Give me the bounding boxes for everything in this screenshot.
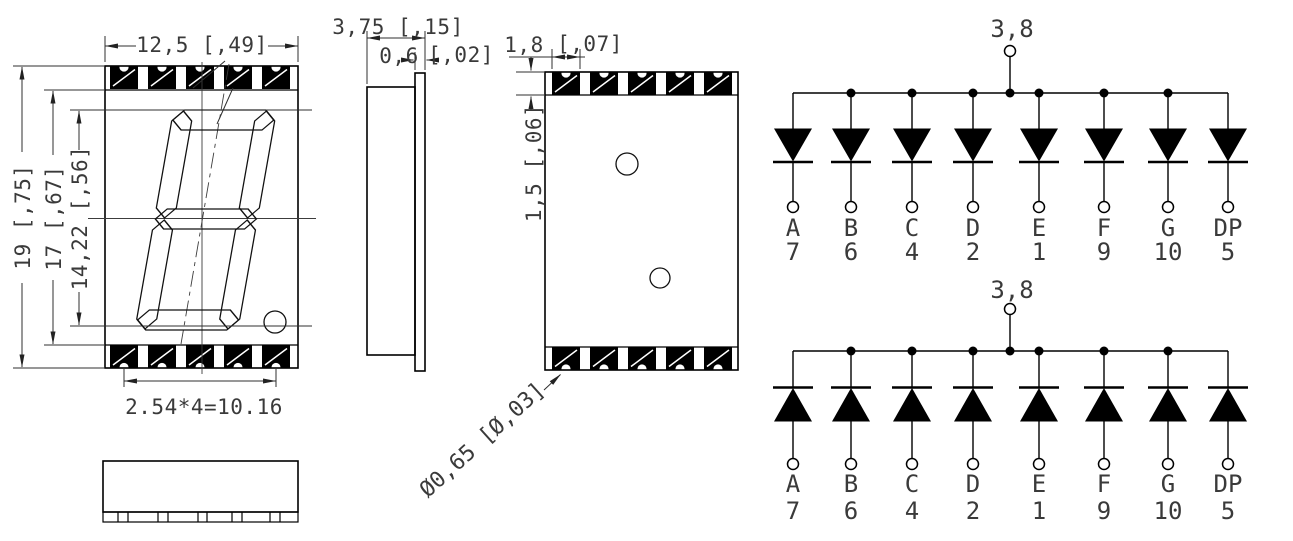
diode-symbol	[1082, 349, 1126, 471]
pin-letter-label: DP	[1214, 214, 1243, 242]
dim-board-in-label: [,02]	[428, 43, 494, 67]
side-body-outline	[366, 86, 416, 356]
diode-symbol	[771, 91, 815, 214]
dim-pad-height-label: 1,5 [,06]	[522, 104, 546, 222]
pin-number-label: 6	[844, 497, 858, 525]
decimal-point	[263, 310, 287, 334]
pin-number-label: 10	[1154, 497, 1183, 525]
pin-letter-labels: A B C D E F G DP	[786, 214, 1243, 242]
diode-symbol	[1146, 91, 1190, 214]
common-pin-terminal	[1003, 302, 1017, 316]
pin-letter-label: A	[786, 214, 801, 242]
pin-letter-label: B	[844, 470, 858, 498]
bottom-body-outline	[102, 460, 299, 513]
dim-notch-label: Ø0,65 [Ø,03]	[415, 378, 550, 503]
dim-board-mm-label: 0,6	[379, 44, 418, 68]
diode-symbol	[771, 349, 815, 471]
segment-e-outline	[136, 219, 174, 330]
pin-letter-labels: A B C D E F G DP	[786, 470, 1243, 498]
pin-letter-label: C	[905, 214, 919, 242]
pin-number-label: 10	[1154, 238, 1183, 266]
pin-number-label: 9	[1097, 238, 1111, 266]
segment-d-outline	[136, 309, 240, 331]
pin-letter-label: E	[1032, 214, 1046, 242]
dim-pad-width-in-label: [,07]	[557, 32, 623, 56]
pin-number-label: 6	[844, 238, 858, 266]
pin-number-label: 7	[786, 238, 800, 266]
side-view: 3,75 [,15] 0,6 [,02]	[332, 15, 494, 372]
dim-width-label: 12,5 [,49]	[136, 33, 267, 57]
package-outline	[104, 65, 299, 369]
locating-hole	[615, 152, 639, 176]
diode-symbol	[1017, 91, 1061, 214]
segment-g-outline	[154, 208, 258, 230]
pin-number-labels: 7 6 4 2 1 9 10 5	[786, 497, 1235, 525]
dim-pad-pitch-label: 2.54*4=10.16	[125, 395, 283, 419]
front-view: 12,5 [,49] 19 [,75] 17 [,67] 14,22 [,56]…	[11, 33, 316, 419]
pin-letter-label: C	[905, 470, 919, 498]
back-solder-pads	[551, 67, 733, 375]
diode-symbol	[829, 349, 873, 471]
common-pins-label: 3,8	[990, 276, 1033, 304]
segment-a-outline	[171, 109, 275, 131]
common-anode-schematic: 3,8 A B C D E F G DP 7 6 4	[771, 15, 1250, 266]
pin-number-label: 5	[1221, 497, 1235, 525]
front-dimension-lines	[13, 36, 312, 387]
dim-height-digit-label: 14,22 [,56]	[68, 146, 92, 291]
diode-symbol	[890, 91, 934, 214]
diode-symbol	[1206, 349, 1250, 471]
dim-pad-width-mm-label: 1,8	[504, 33, 543, 57]
pin-letter-label: D	[966, 470, 980, 498]
diode-symbol	[951, 349, 995, 471]
pin-number-label: 2	[966, 497, 980, 525]
side-dimension-lines	[366, 31, 439, 84]
diode-symbol	[890, 349, 934, 471]
pin-number-label: 5	[1221, 238, 1235, 266]
pin-number-label: 4	[905, 238, 919, 266]
pin-letter-label: A	[786, 470, 801, 498]
pin-number-label: 9	[1097, 497, 1111, 525]
segment-c-outline	[219, 219, 257, 330]
pin-letter-label: D	[966, 214, 980, 242]
pin-number-label: 7	[786, 497, 800, 525]
dim-depth-label: 3,75 [,15]	[332, 15, 463, 39]
diode-symbol	[1146, 349, 1190, 471]
pin-number-label: 1	[1032, 497, 1046, 525]
seven-segment-digit	[136, 109, 276, 331]
back-outline	[544, 71, 739, 371]
dim-height-body-label: 17 [,67]	[42, 165, 66, 270]
common-pins-label: 3,8	[990, 15, 1033, 43]
diode-symbol	[1206, 91, 1250, 214]
diode-symbol	[1082, 91, 1126, 214]
common-cathode-schematic: 3,8 A B C D E F G DP 7 6 4	[771, 276, 1250, 525]
pin-letter-label: G	[1161, 470, 1175, 498]
pin-number-labels: 7 6 4 2 1 9 10 5	[786, 238, 1235, 266]
pin-letter-label: B	[844, 214, 858, 242]
locating-hole	[649, 267, 671, 289]
pin-number-label: 4	[905, 497, 919, 525]
back-dimension-lines	[509, 49, 585, 391]
diode-symbol	[1017, 349, 1061, 471]
diode-symbol	[829, 91, 873, 214]
diode-symbol	[951, 91, 995, 214]
bottom-pad-strip	[102, 511, 299, 523]
segment-f-outline	[155, 110, 193, 219]
pin-letter-label: F	[1097, 470, 1111, 498]
side-board-outline	[414, 72, 426, 372]
bottom-view	[102, 460, 299, 523]
pin-number-label: 2	[966, 238, 980, 266]
pin-letter-label: F	[1097, 214, 1111, 242]
back-view: 1,8 [,07] 1,5 [,06] Ø0,65 [Ø,03]	[415, 32, 739, 503]
pin-letter-label: DP	[1214, 470, 1243, 498]
dim-height-overall-label: 19 [,75]	[11, 164, 35, 269]
pin-letter-label: G	[1161, 214, 1175, 242]
bottom-pad-dividers	[117, 512, 281, 522]
pin-letter-label: E	[1032, 470, 1046, 498]
common-pin-terminal	[1003, 44, 1017, 58]
pin-number-label: 1	[1032, 238, 1046, 266]
centerlines	[88, 60, 316, 374]
segment-b-outline	[238, 110, 276, 219]
